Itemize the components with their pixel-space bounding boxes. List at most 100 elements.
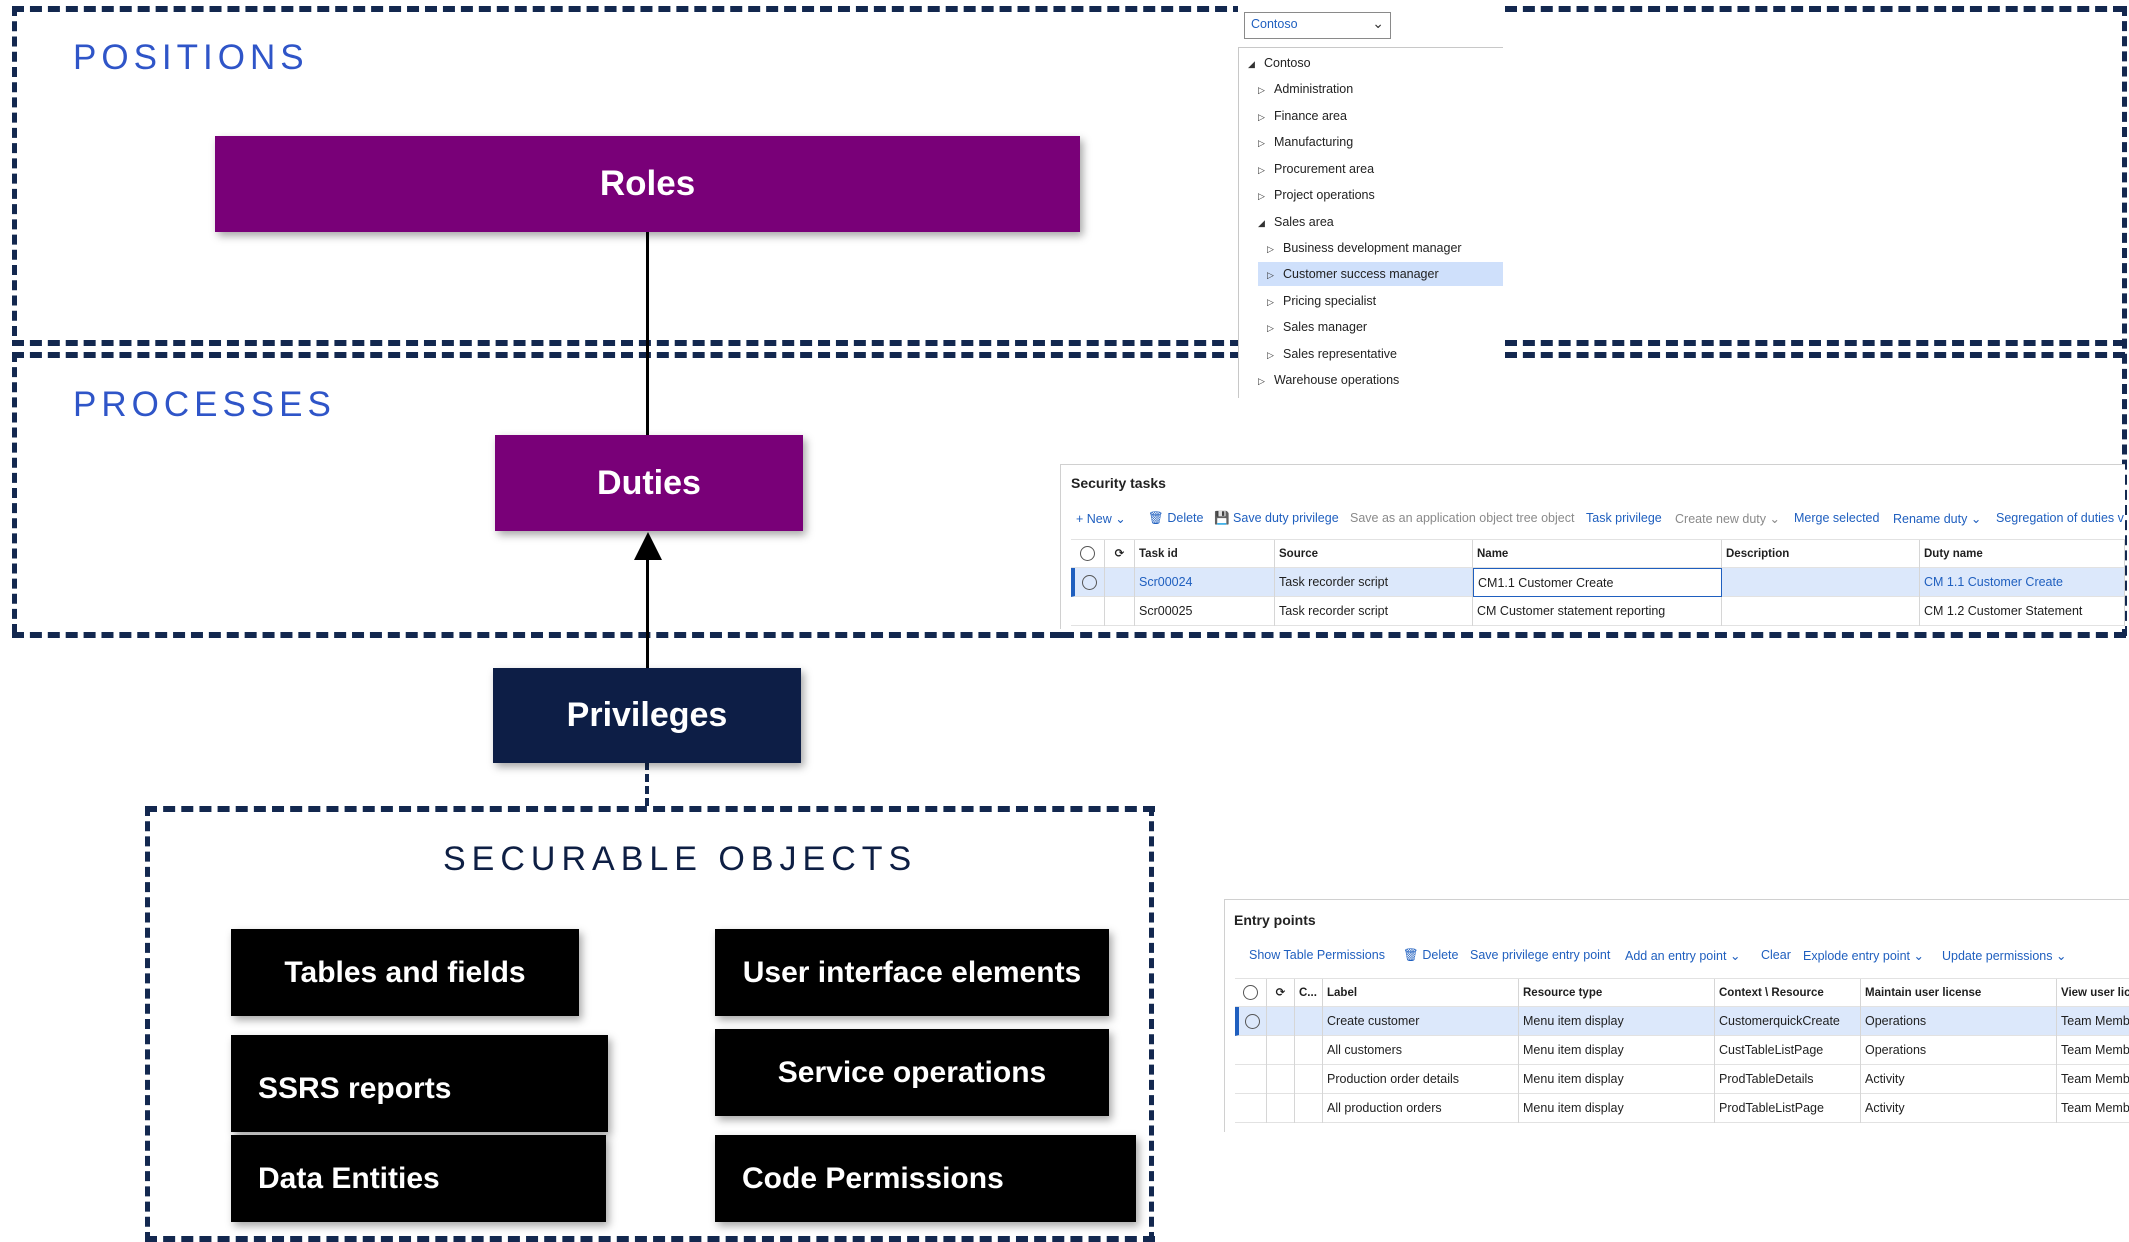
tree-node-finance-area[interactable]: ▷Finance area [1258, 104, 1347, 128]
table-row[interactable]: All production orders Menu item display … [1235, 1094, 2129, 1123]
save-privilege-entry-point-button[interactable]: Save privilege entry point [1470, 948, 1611, 962]
positions-title: POSITIONS [73, 38, 309, 77]
clear-button[interactable]: Clear [1761, 948, 1791, 962]
tree-node-administration[interactable]: ▷Administration [1258, 77, 1353, 101]
row-spacer [1105, 568, 1135, 597]
rename-duty-button[interactable]: Rename duty ⌄ [1893, 512, 1982, 526]
tree-node-pricing-specialist[interactable]: ▷Pricing specialist [1267, 289, 1376, 313]
description-cell [1722, 597, 1920, 626]
positions-frame-bottom-right [1505, 340, 2125, 346]
positions-frame-bottom [12, 340, 1242, 346]
task-id-cell[interactable]: Scr00024 [1135, 568, 1275, 597]
security-tasks-title: Security tasks [1071, 475, 1166, 491]
source-cell: Task recorder script [1275, 597, 1473, 626]
ssrs-reports-box: SSRS reports [231, 1035, 608, 1132]
task-id-cell[interactable]: Scr00025 [1135, 597, 1275, 626]
segregation-of-duties-button[interactable]: Segregation of duties v [1996, 511, 2124, 525]
update-permissions-button[interactable]: Update permissions ⌄ [1942, 949, 2067, 963]
view-license-cell: Team Memb [2061, 1101, 2129, 1115]
row-spacer [1267, 1007, 1295, 1036]
resource-type-cell: Menu item display [1519, 1094, 1715, 1123]
view-license-cell: Team Memb [2061, 1043, 2129, 1057]
org-hierarchy-tree: Contoso ⌄ ◢Contoso ▷Administration ▷Fina… [1238, 0, 1503, 398]
tree-node-warehouse-operations[interactable]: ▷Warehouse operations [1258, 368, 1399, 392]
company-dropdown[interactable]: Contoso ⌄ [1244, 12, 1391, 39]
refresh-icon[interactable]: ⟳ [1105, 540, 1135, 569]
positions-frame-top-right [1505, 6, 2125, 12]
tree-node-sales-area[interactable]: ◢Sales area [1258, 210, 1334, 234]
explode-entry-point-button[interactable]: Explode entry point ⌄ [1803, 949, 1924, 963]
tree-node-root[interactable]: ◢Contoso [1248, 51, 1311, 75]
name-cell: CM Customer statement reporting [1473, 597, 1722, 626]
column-header-context-resource[interactable]: Context \ Resource [1715, 979, 1861, 1008]
tree-top-border [1238, 47, 1503, 48]
task-privilege-button[interactable]: Task privilege [1586, 511, 1662, 525]
duty-name-cell: CM 1.2 Customer Statement [1920, 597, 2125, 626]
new-button[interactable]: + New ⌄ [1076, 512, 1126, 526]
tree-node-sales-manager[interactable]: ▷Sales manager [1267, 315, 1367, 339]
create-new-duty-button[interactable]: Create new duty ⌄ [1675, 512, 1780, 526]
add-entry-point-button[interactable]: Add an entry point ⌄ [1625, 949, 1741, 963]
refresh-icon[interactable]: ⟳ [1267, 979, 1295, 1008]
service-operations-box: Service operations [715, 1029, 1109, 1116]
code-permissions-box: Code Permissions [715, 1135, 1136, 1222]
select-all-radio[interactable] [1071, 540, 1105, 569]
row-spacer [1267, 1036, 1295, 1065]
row-select-radio[interactable] [1075, 568, 1105, 597]
label-cell: All production orders [1323, 1094, 1519, 1123]
positions-frame-top [12, 6, 1245, 12]
user-interface-elements-box: User interface elements [715, 929, 1109, 1016]
c-cell [1295, 1036, 1323, 1065]
column-header-source[interactable]: Source [1275, 540, 1473, 569]
label-cell: Create customer [1323, 1007, 1519, 1036]
column-header-c[interactable]: C... [1295, 979, 1323, 1008]
collapsed-triangle-icon: ▷ [1258, 85, 1265, 95]
delete-button[interactable]: 🗑 Delete [1148, 511, 1204, 525]
save-duty-privilege-button[interactable]: 💾 Save duty privilege [1214, 511, 1339, 525]
privileges-box: Privileges [493, 668, 801, 763]
positions-frame-left [12, 6, 17, 336]
table-row[interactable]: Create customer Menu item display Custom… [1235, 1007, 2129, 1036]
column-header-view-user-license[interactable]: View user lice [2061, 987, 2129, 999]
select-all-radio[interactable] [1235, 979, 1267, 1008]
row-select-radio[interactable] [1239, 1007, 1267, 1036]
table-row[interactable]: Scr00025 Task recorder script CM Custome… [1071, 597, 2125, 626]
processes-frame-bottom [12, 632, 1062, 638]
source-cell: Task recorder script [1275, 568, 1473, 597]
processes-frame-top-right [1505, 352, 2125, 358]
securable-frame-top [145, 806, 1155, 812]
column-header-label[interactable]: Label [1323, 979, 1519, 1008]
tree-node-procurement-area[interactable]: ▷Procurement area [1258, 157, 1374, 181]
merge-selected-button[interactable]: Merge selected [1794, 511, 1880, 525]
column-header-name[interactable]: Name [1473, 540, 1722, 569]
label-cell: All customers [1323, 1036, 1519, 1065]
show-table-permissions-button[interactable]: Show Table Permissions [1249, 948, 1385, 962]
securable-frame-bottom [145, 1236, 1155, 1242]
column-header-duty-name[interactable]: Duty name [1920, 540, 2125, 569]
delete-button[interactable]: 🗑 Delete [1403, 948, 1459, 962]
row-spacer [1267, 1094, 1295, 1123]
processes-frame-top [12, 352, 1242, 358]
maintain-license-cell: Activity [1861, 1065, 2057, 1094]
name-input[interactable]: CM1.1 Customer Create [1473, 568, 1722, 597]
save-as-aot-button[interactable]: Save as an application object tree objec… [1350, 511, 1575, 525]
collapsed-triangle-icon: ▷ [1267, 244, 1274, 254]
view-license-cell: Team Memb [2061, 1072, 2129, 1086]
table-row[interactable]: All customers Menu item display CustTabl… [1235, 1036, 2129, 1065]
column-header-maintain-user-license[interactable]: Maintain user license [1861, 979, 2057, 1008]
column-header-resource-type[interactable]: Resource type [1519, 979, 1715, 1008]
table-row[interactable]: Production order details Menu item displ… [1235, 1065, 2129, 1094]
tables-and-fields-box: Tables and fields [231, 929, 579, 1016]
expanded-triangle-icon: ◢ [1248, 59, 1255, 69]
duty-name-cell[interactable]: CM 1.1 Customer Create [1920, 568, 2125, 597]
column-header-task-id[interactable]: Task id [1135, 540, 1275, 569]
security-tasks-panel: Security tasks + New ⌄ 🗑 Delete 💾 Save d… [1060, 464, 2125, 629]
tree-node-customer-success-manager[interactable]: ▷Customer success manager [1258, 262, 1503, 286]
table-row[interactable]: Scr00024 Task recorder script CM1.1 Cust… [1071, 568, 2125, 597]
column-header-description[interactable]: Description [1722, 540, 1920, 569]
row-spacer [1267, 1065, 1295, 1094]
tree-node-project-operations[interactable]: ▷Project operations [1258, 183, 1375, 207]
tree-node-sales-representative[interactable]: ▷Sales representative [1267, 342, 1397, 366]
tree-node-business-development-manager[interactable]: ▷Business development manager [1267, 236, 1462, 260]
tree-node-manufacturing[interactable]: ▷Manufacturing [1258, 130, 1353, 154]
